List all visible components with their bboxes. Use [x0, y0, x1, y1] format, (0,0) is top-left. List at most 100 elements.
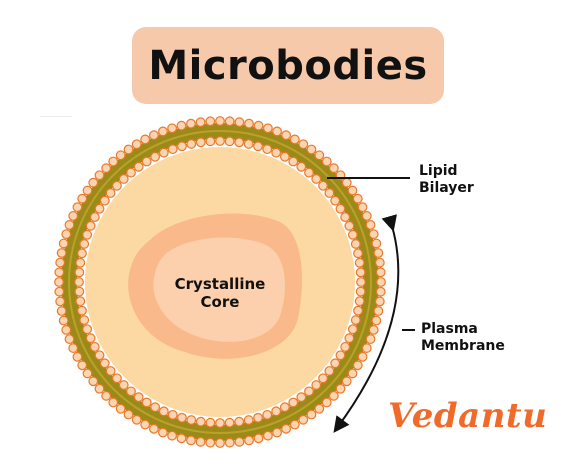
phospholipid-head-inner [82, 324, 93, 335]
phospholipid-head-outer [167, 430, 178, 441]
phospholipid-head-inner [186, 415, 197, 425]
phospholipid-head-inner [224, 417, 235, 428]
phospholipid-head-outer [374, 296, 385, 307]
phospholipid-head-inner [296, 161, 307, 172]
phospholipid-head-inner [94, 203, 105, 214]
phospholipid-head-outer [373, 306, 384, 316]
phospholipid-head-inner [253, 412, 263, 423]
phospholipid-head-outer [365, 220, 376, 230]
phospholipid-head-outer [298, 414, 309, 425]
phospholipid-head-inner [133, 161, 144, 172]
phospholipid-head-inner [344, 333, 355, 344]
plasma-membrane-label: Plasma Membrane [421, 321, 505, 355]
phospholipid-head-inner [167, 144, 178, 155]
phospholipid-head-inner [205, 136, 216, 147]
phospholipid-head-outer [328, 163, 339, 174]
phospholipid-head-outer [88, 376, 99, 387]
phospholipid-head-outer [58, 315, 69, 326]
phospholipid-head-inner [133, 392, 144, 403]
phospholipid-head-outer [108, 397, 119, 408]
plasma-label-line2: Membrane [421, 338, 505, 354]
phospholipid-head-inner [77, 248, 87, 259]
phospholipid-head-inner [253, 141, 263, 152]
phospholipid-head-inner [354, 257, 365, 268]
phospholipid-head-outer [289, 419, 300, 430]
phospholipid-head-outer [140, 419, 151, 430]
phospholipid-head-outer [234, 436, 245, 447]
phospholipid-head-inner [288, 156, 299, 167]
phospholipid-head-inner [311, 174, 322, 184]
phospholipid-head-outer [347, 185, 358, 196]
phospholipid-head-inner [89, 341, 100, 352]
phospholipid-head-inner [330, 358, 341, 369]
phospholipid-head-inner [94, 350, 105, 361]
phospholipid-head-inner [224, 136, 235, 147]
phospholipid-head-outer [224, 116, 235, 127]
phospholipid-head-outer [341, 376, 352, 387]
phospholipid-head-inner [353, 305, 363, 316]
crystalline-core-label: Crystalline Core [162, 275, 278, 311]
phospholipid-head-outer [205, 437, 216, 448]
phospholipid-head-inner [262, 144, 273, 155]
phospholipid-head-outer [61, 229, 72, 240]
phospholipid-head-inner [271, 406, 282, 417]
phospholipid-head-inner [112, 373, 122, 384]
phospholipid-head-inner [158, 147, 169, 158]
phospholipid-head-inner [82, 229, 93, 240]
plasma-label-line1: Plasma [421, 321, 478, 337]
phospholipid-head-outer [244, 118, 254, 129]
phospholipid-head-inner [355, 286, 366, 297]
phospholipid-head-outer [186, 118, 196, 129]
phospholipid-head-inner [296, 392, 307, 403]
phospholipid-head-outer [108, 156, 119, 167]
phospholipid-head-inner [74, 286, 85, 297]
phospholipid-head-inner [215, 136, 225, 146]
phospholipid-head-inner [75, 296, 86, 307]
phospholipid-head-outer [335, 383, 346, 394]
phospholipid-head-inner [112, 180, 122, 191]
phospholipid-head-outer [55, 257, 66, 268]
phospholipid-head-outer [298, 139, 309, 150]
phospholipid-head-inner [340, 341, 351, 352]
phospholipid-head-outer [186, 435, 196, 446]
phospholipid-head-outer [54, 286, 65, 297]
phospholipid-head-outer [234, 117, 245, 128]
phospholipid-head-outer [167, 123, 178, 134]
phospholipid-head-outer [347, 368, 358, 379]
phospholipid-head-outer [55, 296, 66, 307]
phospholipid-head-outer [341, 177, 352, 188]
phospholipid-head-inner [85, 333, 96, 344]
phospholipid-head-inner [350, 315, 361, 325]
phospholipid-head-inner [105, 366, 116, 376]
phospholipid-head-inner [74, 267, 85, 278]
phospholipid-head-inner [318, 180, 328, 191]
phospholipid-head-inner [205, 417, 216, 428]
phospholipid-head-outer [352, 360, 363, 371]
phospholipid-head-inner [288, 397, 299, 408]
phospholipid-head-inner [79, 239, 90, 249]
phospholipid-head-outer [253, 120, 264, 131]
crystalline-core-inner [153, 237, 285, 342]
phospholipid-head-inner [126, 167, 136, 178]
phospholipid-head-outer [352, 193, 363, 204]
phospholipid-head-outer [68, 343, 79, 353]
phospholipid-head-inner [262, 409, 273, 420]
phospholipid-head-outer [357, 202, 368, 213]
title-banner: Microbodies [132, 27, 444, 104]
phospholipid-head-inner [335, 350, 346, 361]
phospholipid-head-outer [205, 116, 216, 127]
phospholipid-head-inner [89, 212, 100, 223]
phospholipid-head-outer [368, 325, 379, 335]
phospholipid-head-inner [356, 277, 366, 287]
phospholipid-head-inner [141, 397, 152, 408]
phospholipid-head-outer [56, 248, 67, 258]
phospholipid-head-outer [149, 423, 159, 434]
phospholipid-head-outer [72, 202, 83, 213]
phospholipid-head-inner [304, 386, 314, 397]
phospholipid-head-inner [141, 156, 152, 167]
phospholipid-head-inner [318, 373, 328, 384]
phospholipid-head-inner [195, 416, 206, 427]
phospholipid-head-outer [321, 156, 332, 167]
phospholipid-head-outer [272, 427, 282, 438]
phospholipid-head-inner [150, 402, 161, 413]
